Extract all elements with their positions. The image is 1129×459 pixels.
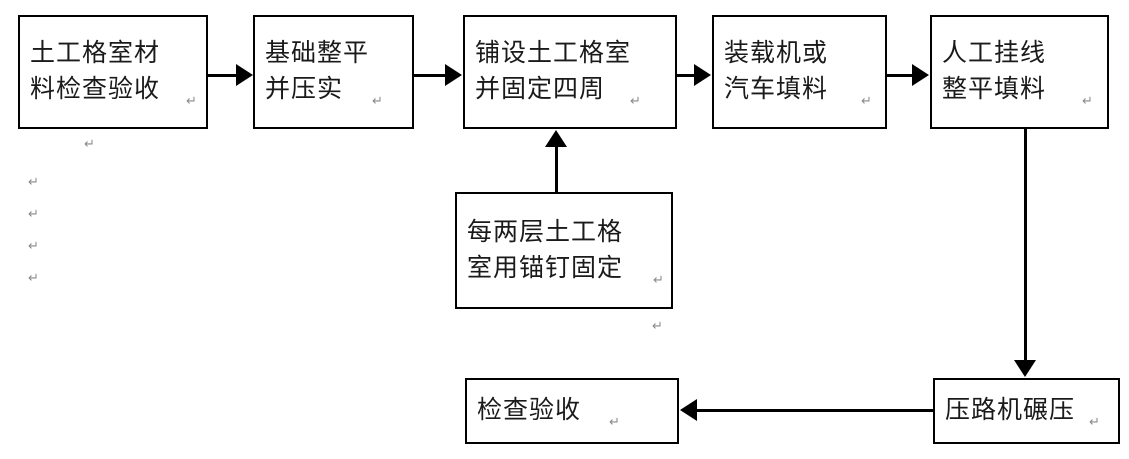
paragraph-mark: ↵	[84, 137, 95, 152]
flow-edge-roller-to-inspection	[697, 409, 933, 412]
flow-node-manual-leveling[interactable]: 人工挂线 整平填料	[930, 15, 1109, 129]
arrowhead-right-icon	[236, 64, 253, 86]
flow-node-material-inspection[interactable]: 土工格室材 料检查验收	[18, 15, 208, 129]
paragraph-mark-inline: ↵	[609, 415, 620, 430]
flow-node-lay-geocell[interactable]: 铺设土工格室 并固定四周	[463, 15, 677, 129]
paragraph-mark-inline: ↵	[1089, 415, 1100, 430]
flow-node-label: 装载机或 汽车填料	[724, 40, 829, 103]
paragraph-mark-inline: ↵	[372, 94, 383, 109]
flow-edge-anchor-to-laygeocell	[555, 146, 558, 194]
flow-node-label: 基础整平 并压实	[265, 40, 370, 103]
paragraph-mark: ↵	[28, 239, 39, 254]
paragraph-mark: ↵	[28, 207, 39, 222]
arrowhead-left-icon	[680, 399, 697, 421]
paragraph-mark-inline: ↵	[861, 94, 872, 109]
flow-node-label: 每两层土工格 室用锚钉固定	[467, 218, 624, 282]
flow-node-final-inspection[interactable]: 检查验收	[465, 378, 679, 444]
flow-edge-loader-to-manual	[887, 74, 914, 77]
flow-node-label: 检查验收	[477, 397, 582, 424]
flow-node-foundation-leveling[interactable]: 基础整平 并压实	[253, 15, 414, 129]
flow-node-roller-compaction[interactable]: 压路机碾压	[933, 378, 1120, 444]
flow-node-label: 铺设土工格室 并固定四周	[475, 40, 632, 103]
arrowhead-down-icon	[1014, 360, 1036, 377]
flow-node-label: 压路机碾压	[945, 397, 1076, 424]
flow-edge-material-to-foundation	[208, 74, 238, 77]
arrowhead-right-icon	[912, 64, 929, 86]
paragraph-mark: ↵	[28, 271, 39, 286]
flow-edge-manual-to-roller	[1024, 129, 1027, 361]
paragraph-mark-inline: ↵	[186, 94, 197, 109]
paragraph-mark-inline: ↵	[653, 273, 664, 288]
flow-edge-laygeocell-to-loader	[677, 74, 696, 77]
flow-edge-foundation-to-laygeocell	[414, 74, 446, 77]
arrowhead-right-icon	[445, 64, 462, 86]
paragraph-mark-inline: ↵	[1082, 94, 1093, 109]
flow-node-label: 人工挂线 整平填料	[942, 40, 1047, 103]
arrowhead-up-icon	[545, 130, 567, 147]
flow-node-loader-fill[interactable]: 装载机或 汽车填料	[712, 15, 887, 129]
paragraph-mark: ↵	[652, 319, 663, 334]
arrowhead-right-icon	[694, 64, 711, 86]
paragraph-mark: ↵	[28, 175, 39, 190]
flow-node-anchor-fixing[interactable]: 每两层土工格 室用锚钉固定	[455, 192, 673, 309]
paragraph-mark-inline: ↵	[630, 94, 641, 109]
flow-node-label: 土工格室材 料检查验收	[30, 40, 161, 103]
